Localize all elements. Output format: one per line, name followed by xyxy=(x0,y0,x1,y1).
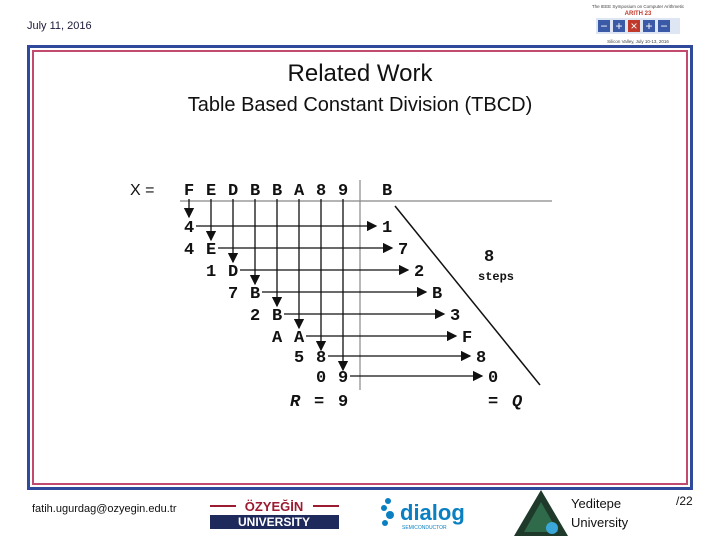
right-digit: 1 xyxy=(382,219,392,238)
ozyegin-university-logo: ÖZYEĞİN UNIVERSITY xyxy=(208,493,341,533)
yeditepe-text: Yeditepe University xyxy=(571,494,628,532)
yeditepe-logo xyxy=(514,490,568,536)
top-digit: B xyxy=(250,182,260,201)
right-digit: 3 xyxy=(450,307,460,326)
svg-text:−: − xyxy=(660,19,667,33)
top-digit: 9 xyxy=(338,182,348,201)
uni-line2: UNIVERSITY xyxy=(238,515,310,529)
remainder-label: R xyxy=(290,393,301,412)
right-digit: 7 xyxy=(398,241,408,260)
svg-text:+: + xyxy=(645,19,652,33)
dialog-sub: SEMICONDUCTOR xyxy=(402,525,447,531)
left-digit: 2 xyxy=(250,307,260,326)
arith-conference-logo: The IEEE Symposium on Computer Arithmeti… xyxy=(592,4,685,44)
svg-text:−: − xyxy=(600,19,607,33)
conf-line3: Silicon Valley, July 10-13, 2016 xyxy=(607,39,669,44)
dialog-wordmark: dialog xyxy=(400,500,465,525)
svg-text:×: × xyxy=(630,19,637,33)
remainder-value: 9 xyxy=(338,393,348,412)
right-digit: 8 xyxy=(476,349,486,368)
left-digit: E xyxy=(206,241,216,260)
right-digit: F xyxy=(462,329,472,348)
slide-frame-inner xyxy=(32,50,688,485)
top-digit: E xyxy=(206,182,216,201)
top-digit: 8 xyxy=(316,182,326,201)
left-digit: 8 xyxy=(316,349,326,368)
steps-diagonal xyxy=(394,205,541,386)
divisor-label: B xyxy=(382,182,392,201)
left-digit: A xyxy=(272,329,283,348)
yeditepe-line2: University xyxy=(571,515,629,530)
left-digit: 4 xyxy=(184,241,194,260)
top-digit: B xyxy=(272,182,282,201)
slide-date: July 11, 2016 xyxy=(27,20,92,32)
left-digit: 5 xyxy=(294,349,304,368)
x-label: X = xyxy=(130,182,154,199)
dialog-semiconductor-logo: dialog SEMICONDUCTOR xyxy=(381,498,465,531)
page-number: /22 xyxy=(676,494,693,508)
top-digit: A xyxy=(294,182,305,201)
left-digit: 7 xyxy=(228,285,238,304)
equals-sign-2: = xyxy=(488,393,498,412)
left-digit: A xyxy=(294,329,305,348)
slide-subtitle: Table Based Constant Division (TBCD) xyxy=(187,94,533,116)
slide-title: Related Work xyxy=(287,60,433,87)
svg-text:+: + xyxy=(615,19,622,33)
uni-line1: ÖZYEĞİN xyxy=(245,499,304,514)
steps-value: 8 xyxy=(484,248,494,267)
conf-line2: ARITH 23 xyxy=(625,11,652,17)
right-digit: B xyxy=(432,285,442,304)
right-digit: 0 xyxy=(488,369,498,388)
top-digit: D xyxy=(228,182,238,201)
left-digit: B xyxy=(272,307,282,326)
quotient-label: Q xyxy=(512,393,523,412)
left-digit: 4 xyxy=(184,219,194,238)
steps-label: steps xyxy=(478,270,514,284)
conf-line1: The IEEE Symposium on Computer Arithmeti… xyxy=(592,4,685,9)
left-digit: 0 xyxy=(316,369,326,388)
left-digit: B xyxy=(250,285,260,304)
top-digit: F xyxy=(184,182,194,201)
left-digit: 9 xyxy=(338,369,348,388)
equals-sign: = xyxy=(314,393,324,412)
left-digit: D xyxy=(228,263,238,282)
yeditepe-line1: Yeditepe xyxy=(571,496,622,511)
right-digit: 2 xyxy=(414,263,424,282)
left-digit: 1 xyxy=(206,263,216,282)
footer-email: fatih.ugurdag@ozyegin.edu.tr xyxy=(32,503,177,515)
